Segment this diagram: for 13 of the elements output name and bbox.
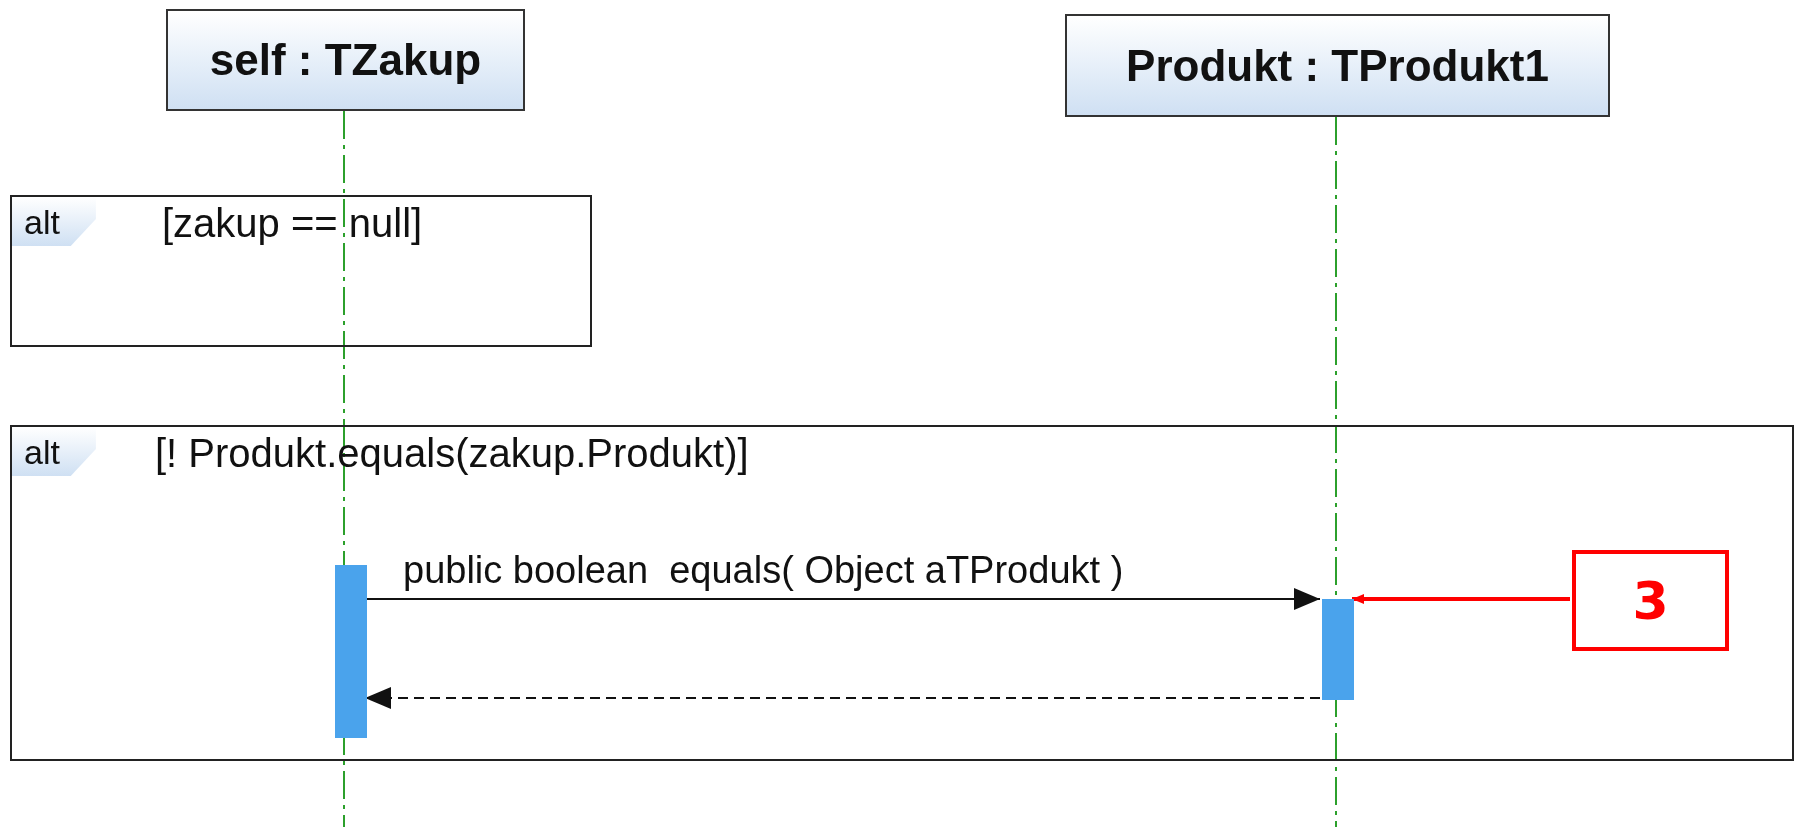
lifeline-header: Produkt : TProdukt1 (1065, 14, 1610, 117)
alt-frame (10, 425, 1794, 761)
alt-frame (10, 195, 592, 347)
alt-tag: alt (12, 427, 96, 476)
activation-bar (1322, 599, 1354, 700)
alt-tag: alt (12, 197, 96, 246)
activation-bar (335, 565, 367, 738)
callout-box: 3 (1572, 550, 1729, 651)
guard-condition: [zakup == null] (162, 201, 423, 246)
guard-condition: [! Produkt.equals(zakup.Produkt)] (155, 431, 749, 476)
message-label: public boolean equals( Object aTProdukt ) (403, 549, 1124, 592)
callout-arrow (1352, 594, 1570, 604)
lifeline-header: self : TZakup (166, 9, 525, 111)
